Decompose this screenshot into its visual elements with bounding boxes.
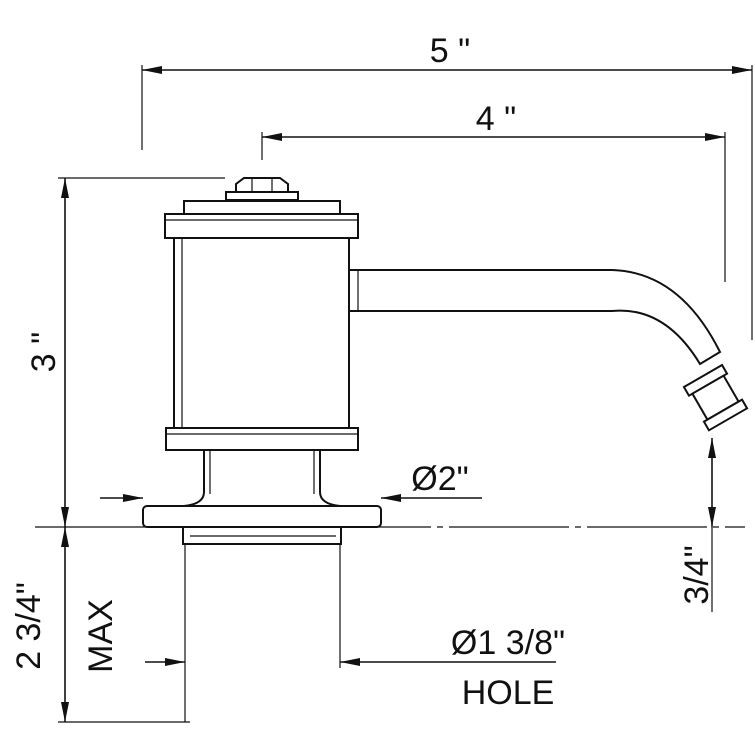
dim-overall-width: 5 " — [141, 32, 753, 340]
dim-hole-diameter: Ø1 3/8" HOLE — [145, 544, 565, 722]
dim-spout-reach: 4 " — [261, 100, 726, 282]
pump-body — [173, 237, 350, 429]
label-spout-height: 3/4" — [678, 545, 716, 604]
pump-head — [164, 177, 359, 239]
label-hole: HOLE — [462, 674, 555, 712]
label-max: MAX — [82, 599, 120, 673]
pump-base — [142, 427, 382, 545]
spout — [348, 269, 749, 432]
label-height: 3 " — [25, 332, 63, 372]
label-max-thickness-value: 2 3/4" — [10, 582, 48, 670]
dim-height: 3 " — [25, 177, 225, 527]
dim-spout-height: 3/4" — [678, 438, 716, 612]
label-spout-reach: 4 " — [476, 100, 516, 138]
label-base-diameter: Ø2" — [411, 460, 468, 498]
label-hole-diameter: Ø1 3/8" — [451, 624, 565, 662]
dim-max-thickness: 2 3/4" MAX — [10, 527, 190, 723]
dim-base-diameter: Ø2" — [100, 460, 482, 502]
label-overall-width: 5 " — [430, 32, 470, 70]
